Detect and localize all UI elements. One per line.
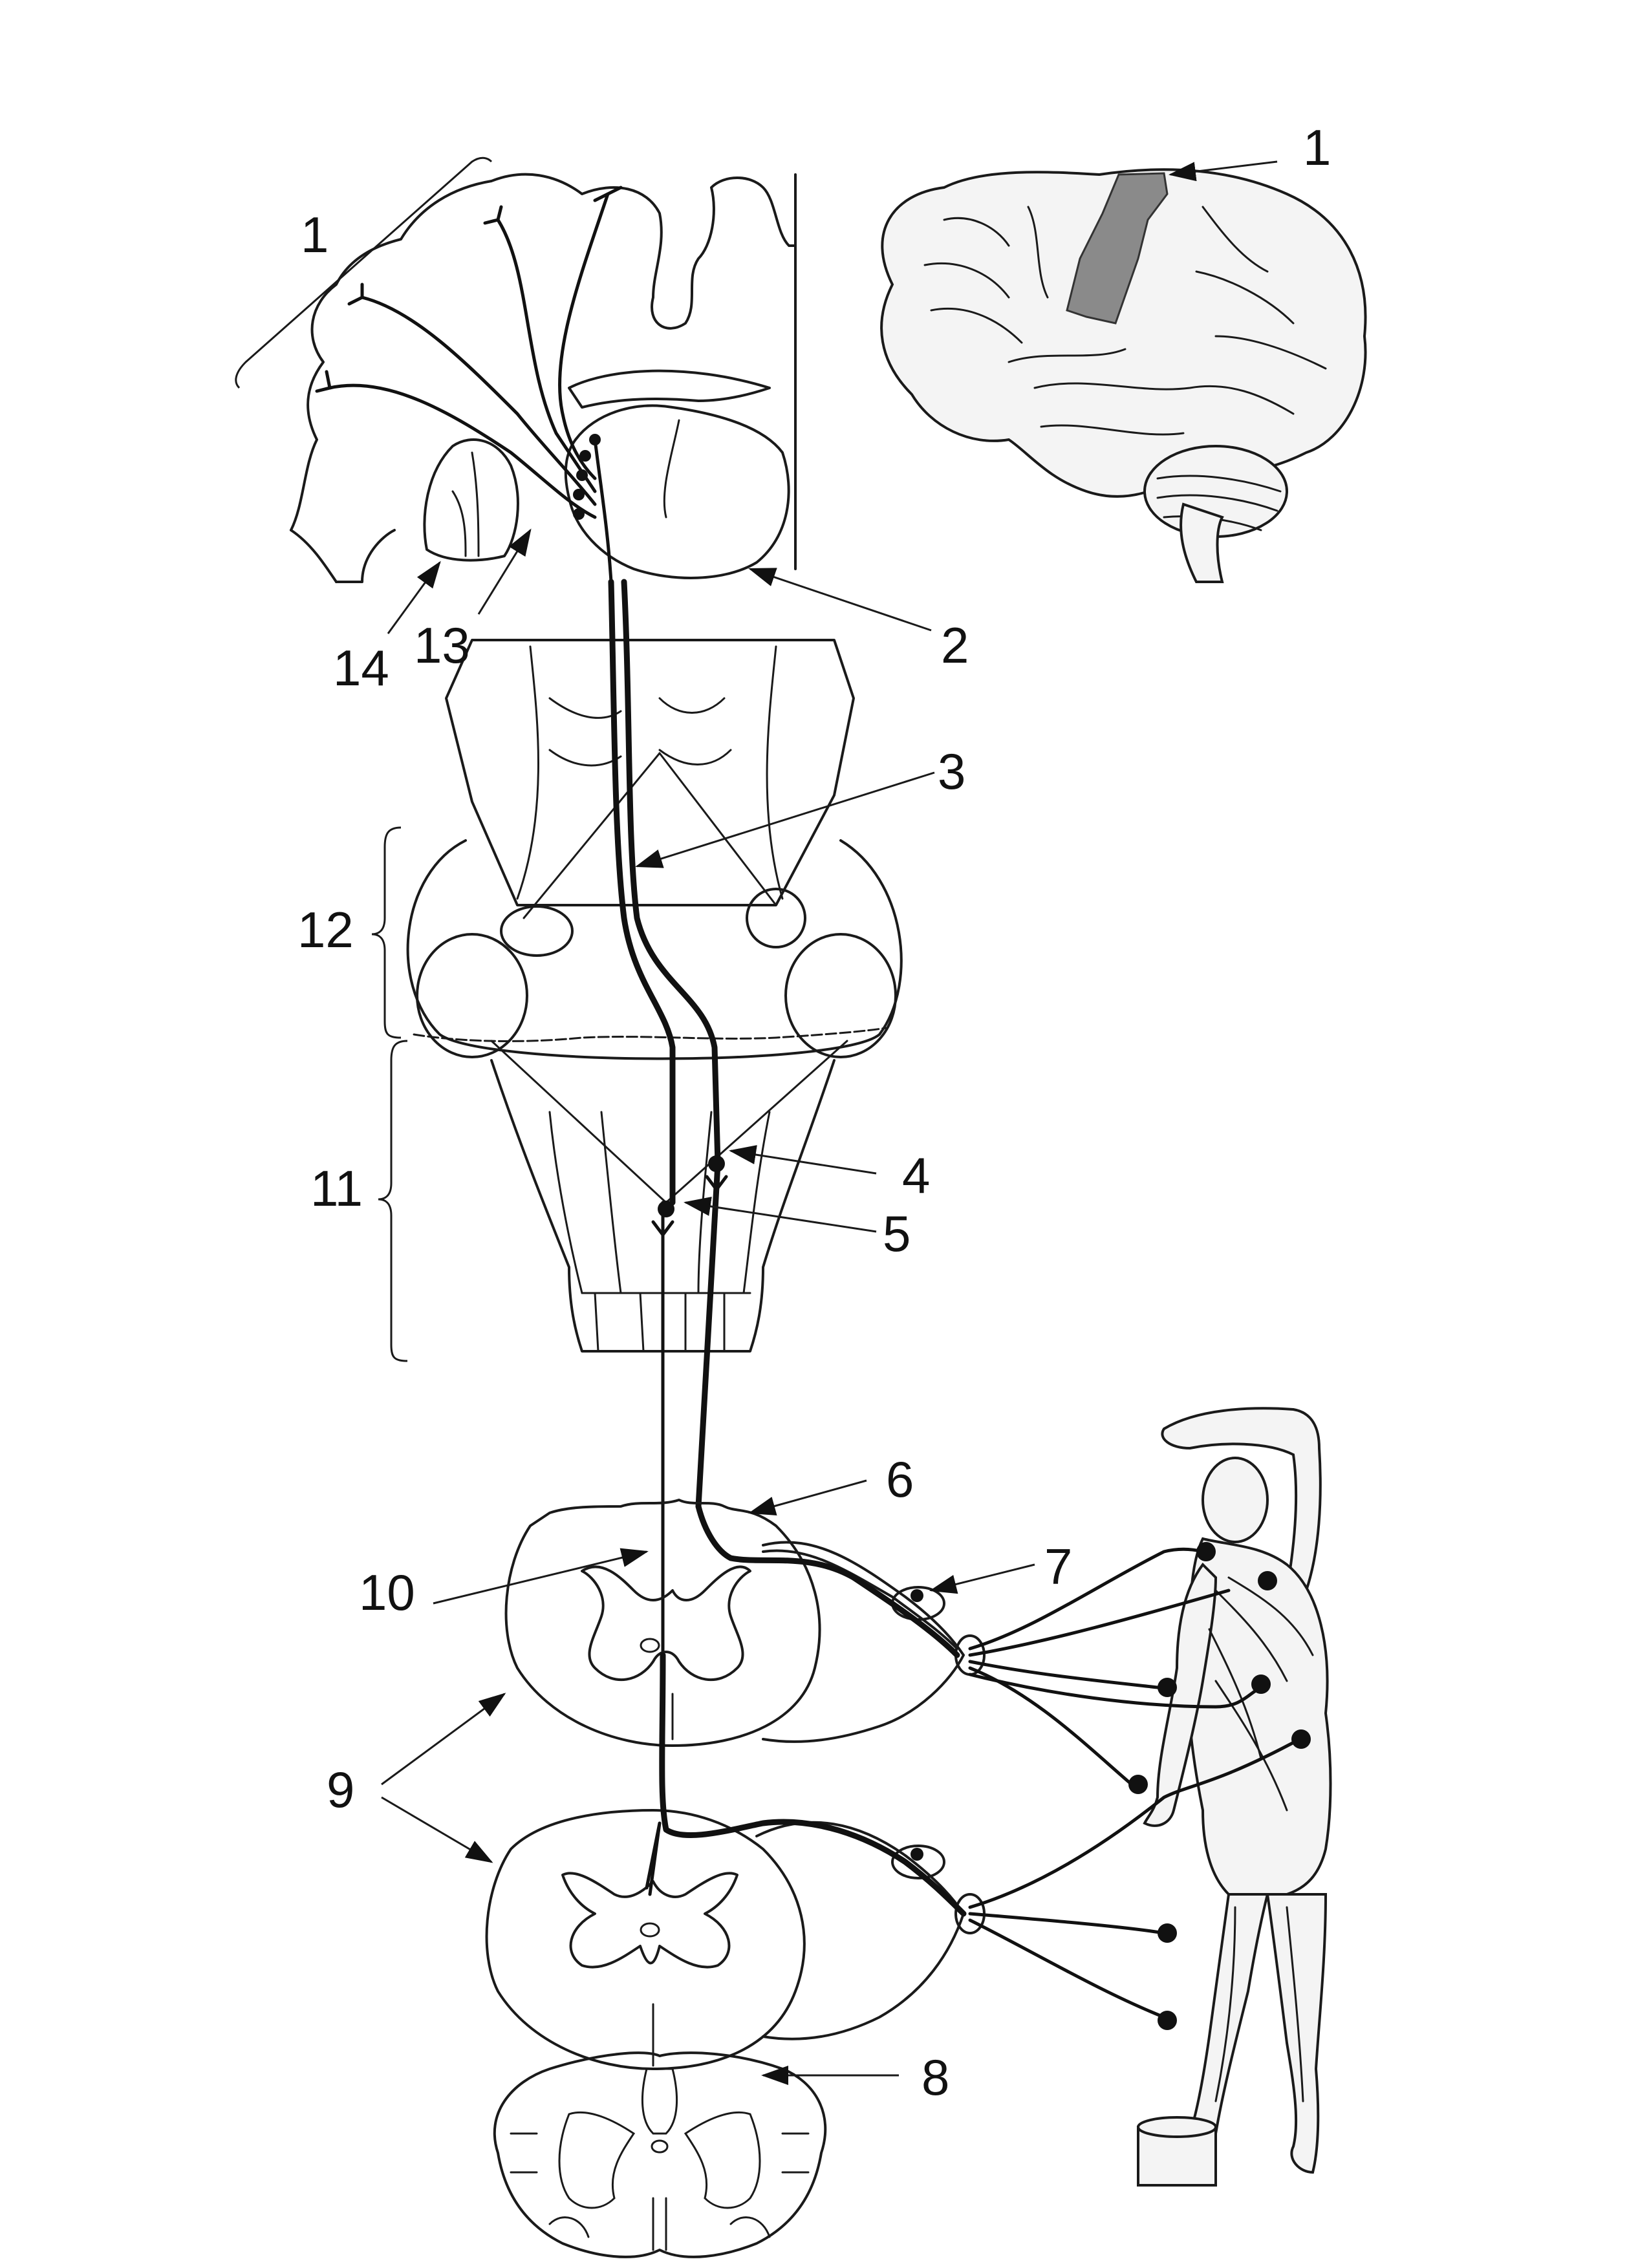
number-labels: 1 1 2 3 4 5 6 7 8 9 10 11 12 13 14 (297, 119, 1331, 2106)
label-1-brain: 1 (1303, 119, 1331, 176)
brainstem (406, 639, 903, 1353)
muscle-endpoint (1251, 1674, 1271, 1694)
decussation-point (658, 1201, 674, 1217)
figure-head (1202, 1457, 1269, 1543)
corticospinal-fibers-cortex (315, 186, 623, 584)
label-5: 5 (883, 1205, 911, 1262)
bracket-cortex (235, 156, 493, 389)
label-13: 13 (414, 617, 470, 674)
label-14: 14 (333, 639, 389, 696)
muscle-endpoint (1196, 1542, 1216, 1561)
muscle-endpoint (1158, 1678, 1177, 1697)
muscle-endpoint (1158, 2011, 1177, 2030)
brain-lateral-view (880, 168, 1367, 583)
ganglion-lower (891, 1845, 945, 1879)
muscle-endpoint (1158, 1923, 1177, 1943)
muscle-endpoint (1291, 1729, 1311, 1749)
spinal-cord-lower-segment (485, 1809, 986, 2070)
label-1-cortex: 1 (301, 206, 329, 263)
label-3: 3 (938, 743, 965, 800)
label-11: 11 (310, 1160, 363, 1217)
coronal-brain-section (290, 173, 797, 583)
leader-lines (381, 160, 1278, 2085)
spinal-cross-section (493, 2051, 827, 2258)
muscle-endpoint (1128, 1775, 1148, 1794)
muscle-endpoint (1258, 1571, 1277, 1590)
human-muscle-figure (1137, 1407, 1332, 2187)
corticospinal-tract-descending (608, 579, 728, 1657)
peripheral-nerves (968, 1542, 1311, 2030)
label-2: 2 (941, 617, 969, 674)
motor-cortex-highlight (1066, 172, 1169, 325)
label-9: 9 (327, 1761, 354, 1818)
bracket-medulla (378, 1040, 408, 1362)
spinal-cord-upper-segment (504, 1499, 986, 1747)
motor-efferent-lower (659, 1652, 967, 1917)
label-4: 4 (902, 1147, 930, 1204)
label-6: 6 (886, 1451, 914, 1508)
label-10: 10 (359, 1564, 415, 1621)
label-8: 8 (921, 2049, 949, 2106)
bracket-pons (371, 826, 402, 1039)
label-12: 12 (297, 901, 354, 958)
label-7: 7 (1044, 1538, 1072, 1595)
motor-efferent-upper (695, 1503, 960, 1658)
lateral-tract-point (708, 1155, 725, 1172)
